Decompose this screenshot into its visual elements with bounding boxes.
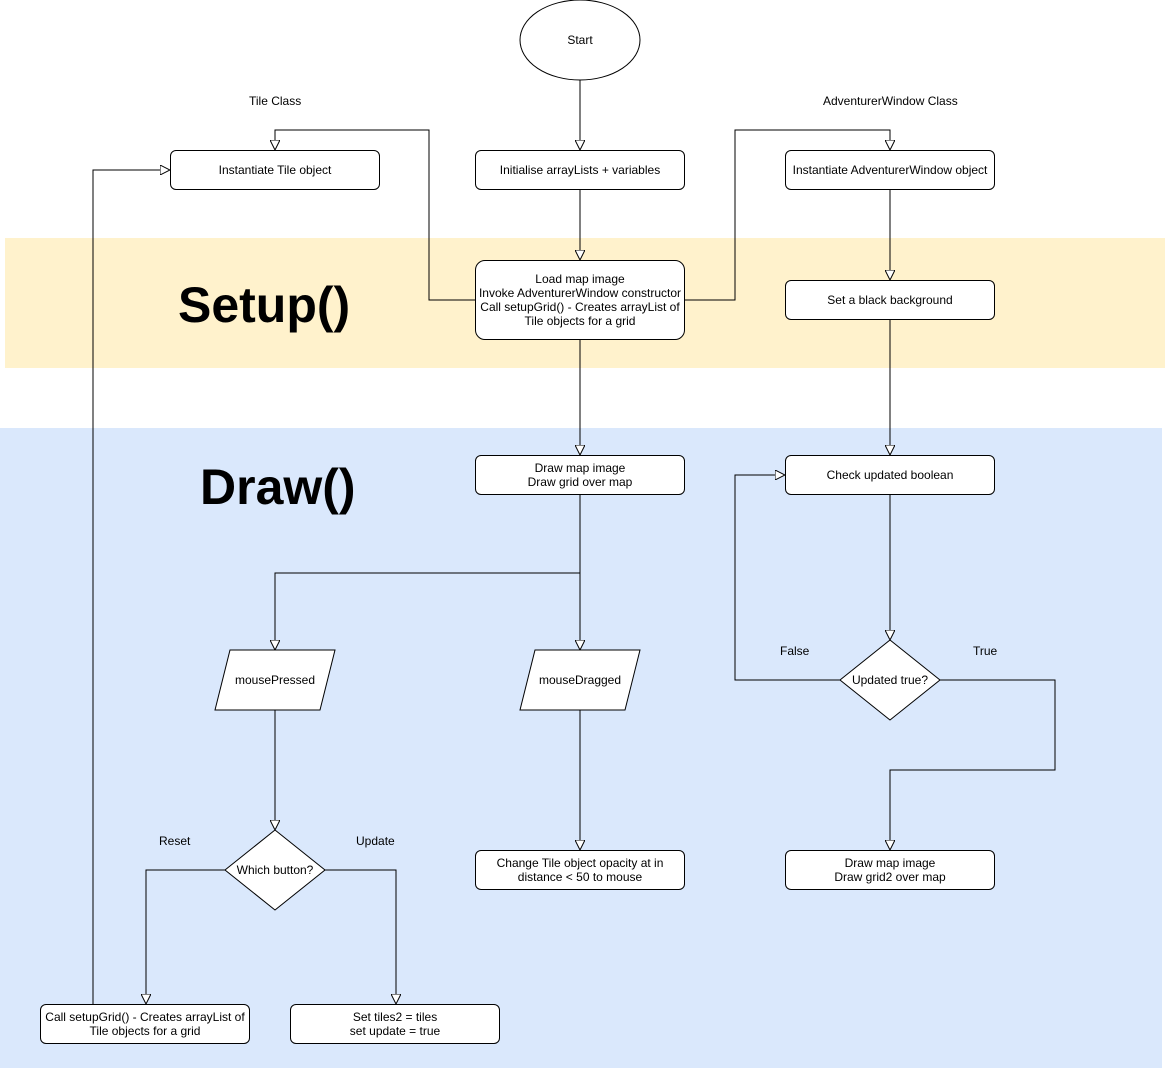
edge-setup-adventurer	[685, 129, 890, 301]
start-label: Start	[567, 33, 593, 47]
mouse-dragged-node	[519, 649, 641, 711]
mouse-dragged-label: mouseDragged	[538, 673, 622, 687]
updated-true-label: Updated true?	[851, 673, 929, 687]
edge-setup-tile	[275, 129, 475, 301]
false-edge-label: False	[780, 644, 810, 658]
black-background-node: Set a black background	[785, 280, 995, 320]
reset-edge-label: Reset	[159, 834, 191, 848]
check-updated-node: Check updated boolean	[785, 455, 995, 495]
adventurer-class-label: AdventurerWindow Class	[823, 94, 958, 108]
edge-which-update	[325, 869, 396, 1004]
true-edge-label: True	[973, 644, 998, 658]
update-edge-label: Update	[356, 834, 395, 848]
which-button-label: Which button?	[236, 863, 314, 877]
tile-class-label: Tile Class	[249, 94, 302, 108]
start-node	[519, 0, 641, 81]
mouse-pressed-node	[214, 649, 336, 711]
draw-band-title: Draw()	[200, 459, 356, 515]
mouse-pressed-label: mousePressed	[234, 673, 316, 687]
draw-map2-node: Draw map image Draw grid2 over map	[785, 850, 995, 890]
edge-branch-pressed	[275, 572, 580, 650]
change-opacity-node: Change Tile object opacity at in distanc…	[475, 850, 685, 890]
instantiate-tile-node: Instantiate Tile object	[170, 150, 380, 190]
initialise-node: Initialise arrayLists + variables	[475, 150, 685, 190]
draw-band	[0, 428, 1162, 1068]
setup-band-title: Setup()	[178, 277, 351, 333]
edge-reset-tile	[92, 170, 170, 1004]
edge-decision-true	[890, 679, 1056, 850]
edge-decision-false	[734, 475, 840, 681]
set-tiles2-node: Set tiles2 = tiles set update = true	[290, 1004, 500, 1044]
edge-which-reset	[146, 869, 226, 1004]
updated-true-node	[839, 639, 941, 721]
call-setup-grid-node: Call setupGrid() - Creates arrayList of …	[40, 1004, 250, 1044]
setup-main-node: Load map image Invoke AdventurerWindow c…	[475, 260, 685, 340]
draw-map-node: Draw map image Draw grid over map	[475, 455, 685, 495]
which-button-node	[224, 829, 326, 911]
instantiate-adventurer-node: Instantiate AdventurerWindow object	[785, 150, 995, 190]
